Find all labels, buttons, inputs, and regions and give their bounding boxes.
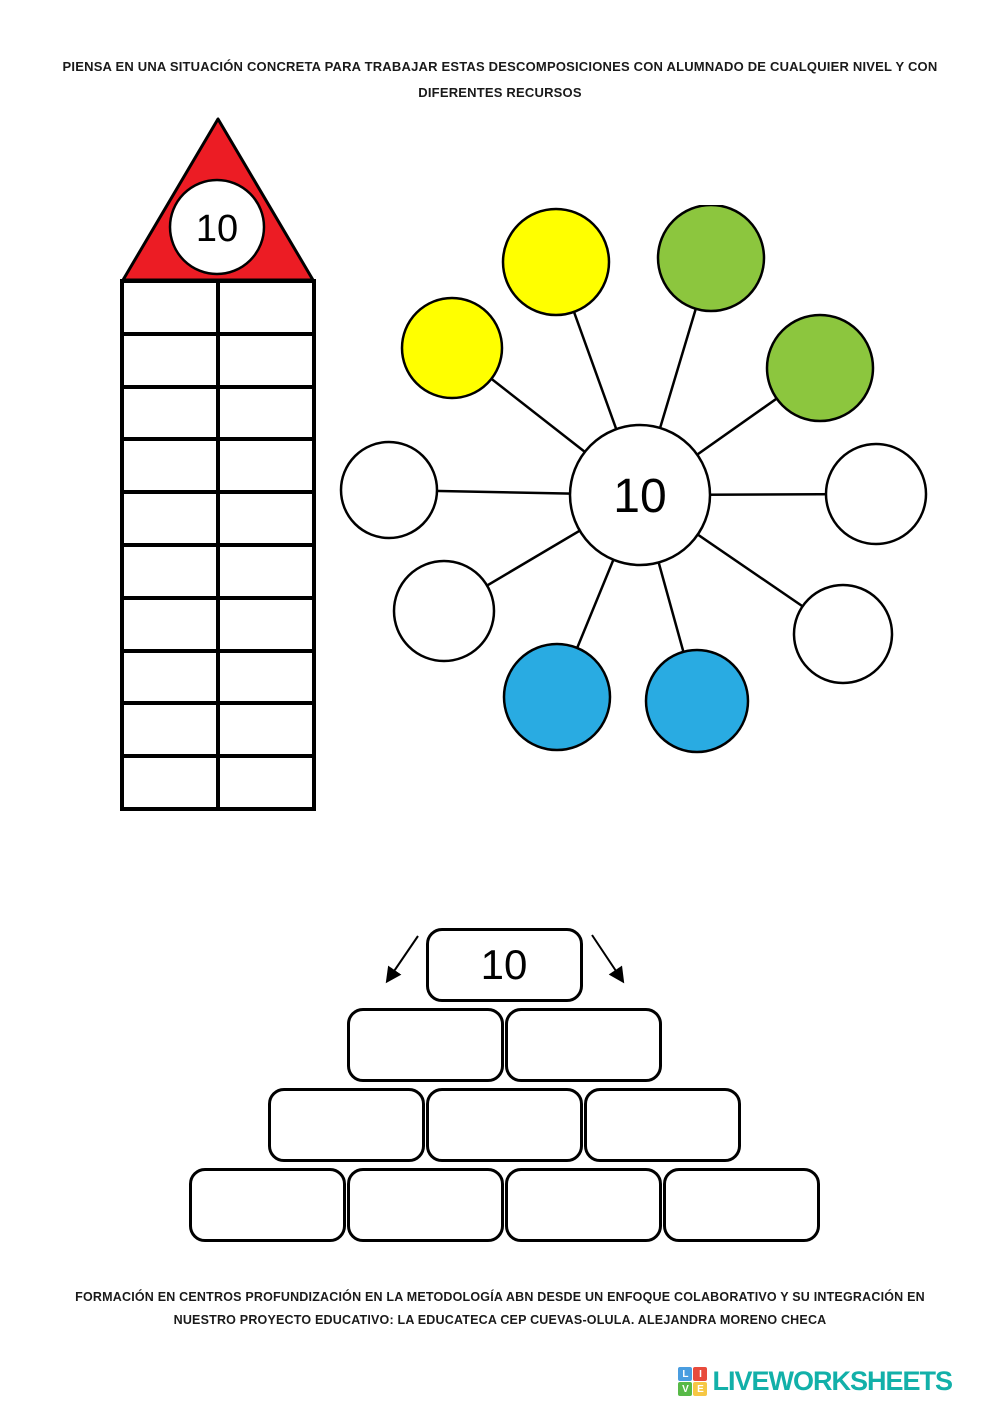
- tower-cell[interactable]: [218, 597, 314, 651]
- tower-cell[interactable]: [122, 597, 218, 651]
- web-center-number: 10: [613, 470, 666, 523]
- tower-cell[interactable]: [122, 650, 218, 704]
- tower-cell[interactable]: [122, 333, 218, 387]
- tower-number-circle: [168, 178, 266, 276]
- tower-decomposition: 10: [120, 115, 316, 811]
- pyramid-row: 10: [425, 928, 583, 1002]
- tower-cell[interactable]: [122, 703, 218, 757]
- tower-cell[interactable]: [122, 281, 218, 334]
- web-node-green-right: [765, 313, 875, 423]
- web-node-yellow-top: [501, 207, 611, 317]
- tower-cell[interactable]: [122, 439, 218, 493]
- pyramid-box[interactable]: [504, 1008, 662, 1082]
- pyramid-top-box: 10: [425, 928, 583, 1002]
- web-node-white-lower-left[interactable]: [392, 559, 496, 663]
- tower-cell[interactable]: [122, 544, 218, 598]
- pyramid-box[interactable]: [662, 1168, 820, 1242]
- pyramid-row: [188, 1168, 820, 1242]
- pyramid-box[interactable]: [425, 1088, 583, 1162]
- tower-roof: 10: [121, 117, 315, 282]
- web-node-white-lower-right[interactable]: [792, 583, 894, 685]
- pyramid-box[interactable]: [346, 1008, 504, 1082]
- pyramid: 10: [4, 928, 1000, 1242]
- pyramid-box[interactable]: [188, 1168, 346, 1242]
- pyramid-box[interactable]: [346, 1168, 504, 1242]
- liveworksheets-wordmark: LIVEWORKSHEETS: [712, 1366, 953, 1396]
- web-diagram: 10: [339, 205, 928, 754]
- pyramid-box[interactable]: [267, 1088, 425, 1162]
- logo-tile-l: L: [678, 1367, 693, 1381]
- footer-line-1: FORMACIÓN EN CENTROS PROFUNDIZACIÓN EN L…: [75, 1290, 925, 1304]
- tower-cell[interactable]: [218, 703, 314, 757]
- logo-tile-e: E: [693, 1382, 708, 1396]
- tower-cell[interactable]: [218, 439, 314, 493]
- web-node-yellow-upper-left: [400, 296, 504, 400]
- tower-cell[interactable]: [218, 492, 314, 545]
- footer-text: FORMACIÓN EN CENTROS PROFUNDIZACIÓN EN L…: [0, 1286, 1000, 1332]
- pyramid-box[interactable]: [504, 1168, 662, 1242]
- tower-cell[interactable]: [122, 492, 218, 545]
- header-line-1: PIENSA EN UNA SITUACIÓN CONCRETA PARA TR…: [62, 59, 938, 74]
- tower-cell[interactable]: [218, 386, 314, 440]
- tower-number: 10: [196, 208, 238, 250]
- header-line-2: DIFERENTES RECURSOS: [418, 85, 582, 100]
- tower-cell[interactable]: [218, 650, 314, 704]
- web-node-white-left[interactable]: [339, 440, 439, 540]
- web-node-blue-bottom-right: [644, 648, 750, 754]
- tower-cell[interactable]: [218, 756, 314, 809]
- tower-cell[interactable]: [218, 544, 314, 598]
- footer-line-2: NUESTRO PROYECTO EDUCATIVO: LA EDUCATECA…: [173, 1313, 827, 1327]
- pyramid-row: [267, 1088, 741, 1162]
- logo-tile-v: V: [678, 1382, 693, 1396]
- tower-cell[interactable]: [122, 756, 218, 809]
- web-node-blue-bottom-left: [502, 642, 612, 752]
- logo-tile-i: I: [693, 1367, 708, 1381]
- pyramid-row: [346, 1008, 662, 1082]
- web-node-white-right[interactable]: [824, 442, 928, 546]
- web-nodes: 10: [339, 205, 928, 754]
- web-center-circle: [568, 423, 712, 567]
- tower-grid: [120, 279, 316, 811]
- pyramid-box[interactable]: [583, 1088, 741, 1162]
- header-text: PIENSA EN UNA SITUACIÓN CONCRETA PARA TR…: [0, 54, 1000, 106]
- tower-cell[interactable]: [122, 386, 218, 440]
- tower-cell[interactable]: [218, 281, 314, 334]
- tower-cell[interactable]: [218, 333, 314, 387]
- web-node-green-top: [656, 205, 766, 313]
